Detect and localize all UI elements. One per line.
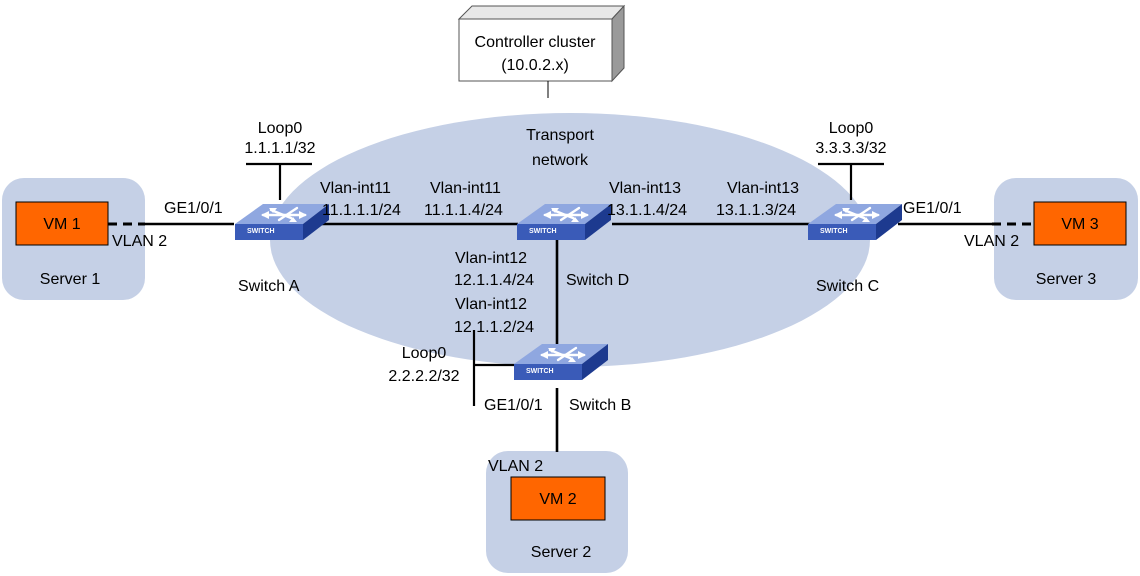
if-a-d-a-name: Vlan-int11 xyxy=(320,180,391,197)
network-label-line2: network xyxy=(532,152,589,169)
if-d-b-b-name: Vlan-int12 xyxy=(455,296,527,313)
if-d-b-b-ip: 12.1.1.2/24 xyxy=(454,319,534,336)
switch-a-icon[interactable]: SWITCH xyxy=(233,202,331,242)
if-d-b-d-ip: 12.1.1.4/24 xyxy=(454,272,534,289)
vm-2-label: VM 2 xyxy=(539,491,576,508)
controller-title: Controller cluster xyxy=(475,34,597,51)
if-d-c-d-name: Vlan-int13 xyxy=(609,180,681,197)
switch-d-label: Switch D xyxy=(566,272,629,289)
links xyxy=(140,162,992,452)
loop-b-name: Loop0 xyxy=(402,345,447,362)
server-2-label: Server 2 xyxy=(531,544,592,561)
loop-c-name: Loop0 xyxy=(829,120,874,137)
switch-b-label: Switch B xyxy=(569,397,631,414)
if-d-c-c-ip: 13.1.1.3/24 xyxy=(716,202,796,219)
switch-b-icon-text: SWITCH xyxy=(526,368,554,375)
controller-address: (10.0.2.x) xyxy=(501,57,569,74)
loop-c-ip: 3.3.3.3/32 xyxy=(815,140,886,157)
if-a-d-a-ip: 11.1.1.1/24 xyxy=(322,202,401,219)
network-label-line1: Transport xyxy=(526,127,594,144)
port-a: GE1/0/1 xyxy=(164,200,223,217)
server-1-label: Server 1 xyxy=(40,271,101,288)
if-d-b-d-name: Vlan-int12 xyxy=(455,250,527,267)
port-c: GE1/0/1 xyxy=(903,200,962,217)
vm-1[interactable]: VM 1 xyxy=(15,201,109,246)
vlan-s3: VLAN 2 xyxy=(964,233,1019,250)
loop-a-ip: 1.1.1.1/32 xyxy=(244,140,315,157)
switch-d-icon[interactable]: SWITCH xyxy=(515,202,613,242)
vm-3-label: VM 3 xyxy=(1061,216,1098,233)
port-b: GE1/0/1 xyxy=(484,397,543,414)
switch-c-icon[interactable]: SWITCH xyxy=(806,202,904,242)
switch-a-icon-text: SWITCH xyxy=(247,228,275,235)
if-d-c-c-name: Vlan-int13 xyxy=(727,180,799,197)
vm-1-label: VM 1 xyxy=(43,216,80,233)
vlan-s2: VLAN 2 xyxy=(488,458,543,475)
switch-c-label: Switch C xyxy=(816,278,879,295)
server-3-label: Server 3 xyxy=(1036,271,1097,288)
switch-a-label: Switch A xyxy=(238,278,300,295)
if-d-c-d-ip: 13.1.1.4/24 xyxy=(607,202,687,219)
if-a-d-d-name: Vlan-int11 xyxy=(430,180,501,197)
controller-cluster[interactable]: Controller cluster (10.0.2.x) xyxy=(457,4,626,83)
loop-b-ip: 2.2.2.2/32 xyxy=(388,368,459,385)
vlan-s1: VLAN 2 xyxy=(112,233,167,250)
switch-b-icon[interactable]: SWITCH xyxy=(512,342,610,382)
loop-a-name: Loop0 xyxy=(258,120,303,137)
switch-d-icon-text: SWITCH xyxy=(529,228,557,235)
vm-2[interactable]: VM 2 xyxy=(510,476,606,521)
vm-3[interactable]: VM 3 xyxy=(1033,201,1127,246)
switch-c-icon-text: SWITCH xyxy=(820,228,848,235)
if-a-d-d-ip: 11.1.1.4/24 xyxy=(424,202,503,219)
